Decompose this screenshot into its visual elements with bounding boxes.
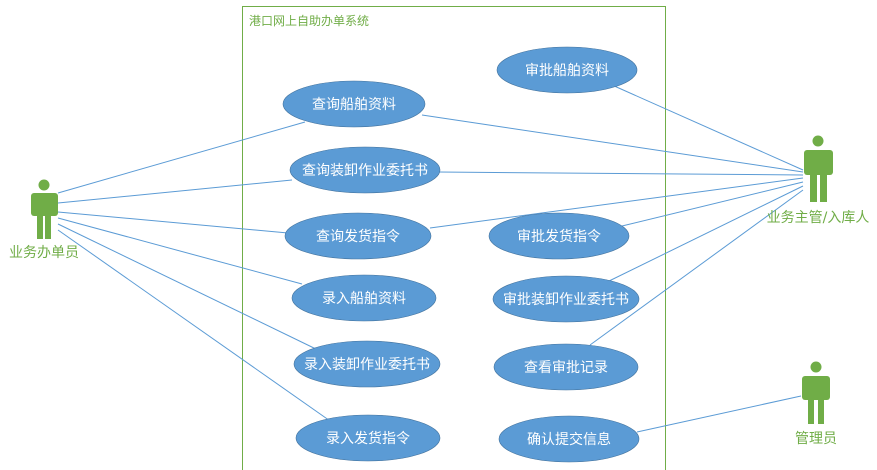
use-case-approve-loading[interactable]: 审批装卸作业委托书 [492, 275, 640, 323]
use-case-approve-shipping[interactable]: 审批发货指令 [488, 212, 630, 260]
actor-label: 管理员 [795, 431, 837, 447]
use-case-label: 审批发货指令 [517, 228, 601, 245]
use-case-label: 查询装卸作业委托书 [302, 163, 428, 179]
assoc-clerk-query-loading [57, 179, 293, 204]
actor-person-icon [31, 179, 58, 239]
use-case-query-loading[interactable]: 查询装卸作业委托书 [289, 146, 441, 194]
use-case-query-shipping[interactable]: 查询发货指令 [284, 212, 432, 260]
assoc-clerk-enter-ship [57, 217, 303, 285]
assoc-sup-approve-loading [604, 185, 804, 284]
use-case-label: 录入船舶资料 [322, 291, 406, 307]
use-case-label: 确认提交信息 [527, 431, 611, 448]
assoc-sup-view-records [589, 189, 804, 346]
use-case-confirm-submit[interactable]: 确认提交信息 [498, 415, 640, 463]
actor-supervisor[interactable]: 业务主管/入库人 [767, 135, 870, 227]
use-case-query-ship[interactable]: 查询船舶资料 [282, 80, 426, 128]
assoc-clerk-query-ship [57, 121, 306, 194]
use-case-enter-ship[interactable]: 录入船舶资料 [291, 274, 437, 322]
actor-label: 业务办单员 [9, 245, 79, 261]
actor-clerk[interactable]: 业务办单员 [9, 179, 79, 262]
assoc-sup-query-loading [437, 171, 804, 176]
use-case-label: 查看审批记录 [524, 360, 608, 376]
system-boundary [242, 6, 666, 470]
assoc-clerk-query-shipping [57, 211, 289, 234]
use-case-label: 录入装卸作业委托书 [304, 357, 430, 373]
use-case-label: 审批装卸作业委托书 [503, 292, 629, 308]
use-case-view-records[interactable]: 查看审批记录 [493, 343, 639, 391]
actor-person-icon [802, 361, 830, 424]
system-title: 港口网上自助办单系统 [249, 13, 369, 28]
actor-admin[interactable]: 管理员 [795, 361, 837, 448]
actor-label: 业务主管/入库人 [767, 210, 870, 226]
use-case-enter-loading[interactable]: 录入装卸作业委托书 [293, 340, 441, 388]
assoc-sup-approve-shipping [621, 181, 804, 227]
assoc-clerk-enter-shipping [57, 229, 334, 424]
assoc-admin-confirm [636, 395, 802, 433]
use-case-enter-shipping[interactable]: 录入发货指令 [295, 414, 441, 462]
use-case-approve-ship[interactable]: 审批船舶资料 [496, 46, 638, 94]
use-case-label: 审批船舶资料 [525, 63, 609, 79]
use-case-label: 查询发货指令 [316, 228, 400, 245]
associations [57, 84, 804, 433]
use-case-label: 查询船舶资料 [312, 97, 396, 113]
use-case-label: 录入发货指令 [326, 430, 410, 447]
assoc-sup-query-shipping [429, 177, 804, 229]
actor-person-icon [804, 135, 833, 202]
assoc-clerk-enter-loading [57, 223, 319, 351]
assoc-sup-approve-ship [611, 84, 804, 171]
assoc-sup-query-ship [421, 114, 804, 173]
